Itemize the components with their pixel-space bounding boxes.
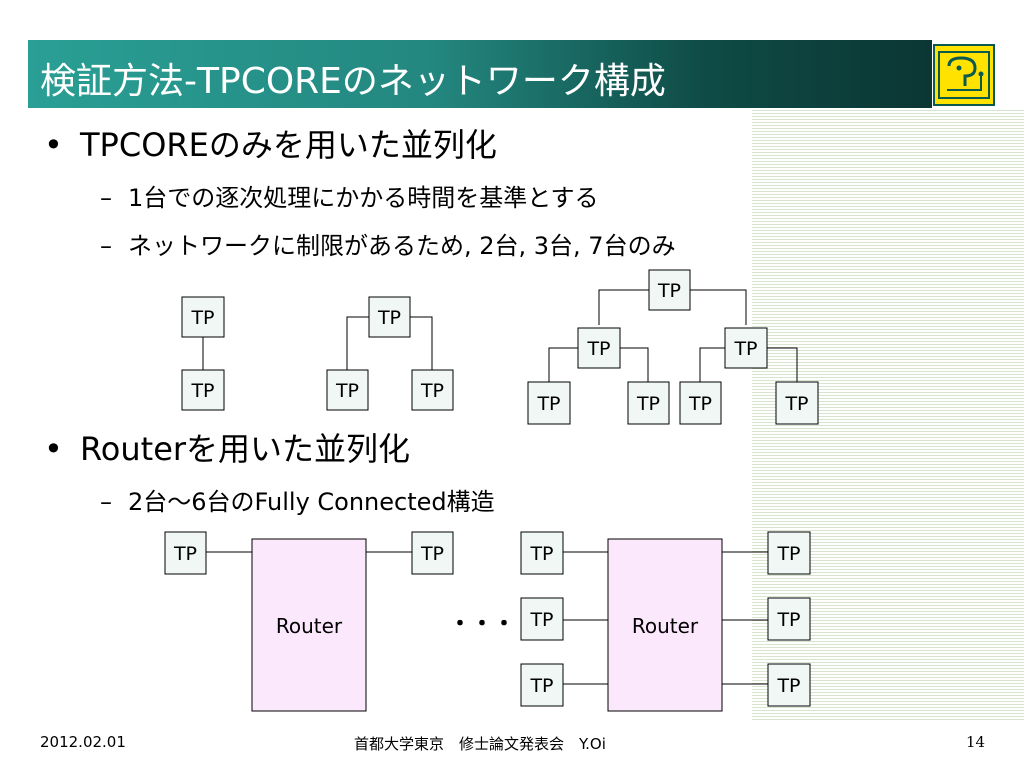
tp-node: TP — [411, 531, 454, 575]
tp-node-box — [520, 531, 564, 575]
tp-node-box — [411, 369, 454, 411]
router-box-left — [251, 538, 367, 712]
tp-node: TP — [775, 381, 819, 425]
tp-node: TP — [767, 663, 811, 707]
tp-node: TP — [411, 369, 454, 411]
tp-node-label: TP — [190, 380, 214, 402]
bullet-dot: • — [44, 430, 63, 468]
tp-node-label: TP — [636, 393, 660, 415]
tp-node-box — [648, 269, 691, 311]
tp-node-label: TP — [657, 280, 681, 302]
tp-node: TP — [577, 327, 621, 369]
tp-node: TP — [724, 327, 768, 369]
tp-node-label: TP — [776, 675, 800, 697]
ellipsis-separator: ・・・ — [449, 612, 515, 637]
tp-node-box — [411, 531, 454, 575]
tp-node-label: TP — [529, 543, 553, 565]
footer-center-text: 首都大学東京 修士論文発表会 Y.Oi — [354, 735, 606, 753]
tp-node-label: TP — [529, 675, 553, 697]
bullet-dot: • — [44, 126, 63, 164]
tp-node-label: TP — [688, 393, 712, 415]
tp-node-label: TP — [335, 380, 359, 402]
tp-node: TP — [181, 369, 225, 411]
tp-node-box — [767, 663, 811, 707]
tp-node-label: TP — [173, 543, 197, 565]
tp-node-box — [775, 381, 819, 425]
tp-nodes: TP TP TP TP TP TP TP TP TP TP TP TP TP TP TP TP TP TP TP TP — [164, 269, 819, 707]
tp-node-box — [326, 369, 369, 411]
sub-bullet-1-1: –1台での逐次処理にかかる時間を基準とする — [100, 178, 599, 213]
tp-node: TP — [326, 369, 369, 411]
tp-node: TP — [679, 381, 722, 425]
tp-node: TP — [520, 663, 564, 707]
tp-node-label: TP — [776, 543, 800, 565]
sub-bullet-dash: – — [100, 184, 112, 212]
tp-node-box — [767, 531, 811, 575]
sub-bullet-1-1-text: 1台での逐次処理にかかる時間を基準とする — [128, 184, 599, 212]
router-box-right — [607, 538, 723, 712]
tp-node-box — [627, 381, 670, 425]
tp-node-box — [164, 531, 207, 575]
tp-node-label: TP — [529, 609, 553, 631]
tp-node-label: TP — [536, 393, 560, 415]
university-logo — [933, 44, 995, 106]
sub-bullet-2-1: –2台～6台のFully Connected構造 — [100, 482, 495, 517]
tp-node: TP — [527, 381, 571, 425]
bullet-2: • Routerを用いた並列化 — [44, 424, 410, 470]
footer-page-number: 14 — [966, 733, 986, 751]
tp-node-box — [520, 597, 564, 641]
connection-lines — [202, 289, 798, 685]
tp-node: TP — [767, 531, 811, 575]
router-label-left: Router — [276, 614, 343, 638]
tp-node-box — [577, 327, 621, 369]
sub-bullet-1-2-text: ネットワークに制限があるため, 2台, 3台, 7台のみ — [128, 232, 676, 260]
tp-node-label: TP — [776, 609, 800, 631]
bullet-1: • TPCOREのみを用いた並列化 — [44, 120, 497, 166]
tp-node-label: TP — [733, 338, 757, 360]
tp-node: TP — [648, 269, 691, 311]
tp-node-box — [368, 296, 411, 338]
tp-node-label: TP — [420, 543, 444, 565]
tp-node: TP — [767, 597, 811, 641]
slide-title: 検証方法-TPCOREのネットワーク構成 — [40, 61, 666, 102]
tp-node: TP — [164, 531, 207, 575]
tp-node: TP — [520, 531, 564, 575]
sub-bullet-dash: – — [100, 232, 112, 260]
tp-node-label: TP — [586, 338, 610, 360]
tp-node-box — [527, 381, 571, 425]
tp-node: TP — [368, 296, 411, 338]
sub-bullet-dash: – — [100, 488, 112, 516]
tp-node-label: TP — [420, 380, 444, 402]
router-boxes: Router Router — [251, 538, 723, 712]
tp-node-box — [181, 369, 225, 411]
tp-node-box — [520, 663, 564, 707]
tp-node-label: TP — [784, 393, 808, 415]
tp-node-box — [767, 597, 811, 641]
tp-node: TP — [520, 597, 564, 641]
tp-node-box — [724, 327, 768, 369]
tp-node: TP — [181, 296, 225, 338]
router-label-right: Router — [632, 614, 699, 638]
tp-node: TP — [627, 381, 670, 425]
bullet-2-text: Routerを用いた並列化 — [80, 430, 411, 468]
tp-node-box — [181, 296, 225, 338]
title-bar — [28, 40, 932, 108]
tp-node-label: TP — [190, 307, 214, 329]
bullet-1-text: TPCOREのみを用いた並列化 — [80, 126, 497, 164]
university-logo-icon — [938, 51, 990, 99]
tp-node-box — [679, 381, 722, 425]
sub-bullet-1-2: –ネットワークに制限があるため, 2台, 3台, 7台のみ — [100, 226, 676, 261]
sub-bullet-2-1-text: 2台～6台のFully Connected構造 — [128, 488, 495, 516]
tp-node-label: TP — [377, 307, 401, 329]
footer-date: 2012.02.01 — [40, 733, 126, 751]
